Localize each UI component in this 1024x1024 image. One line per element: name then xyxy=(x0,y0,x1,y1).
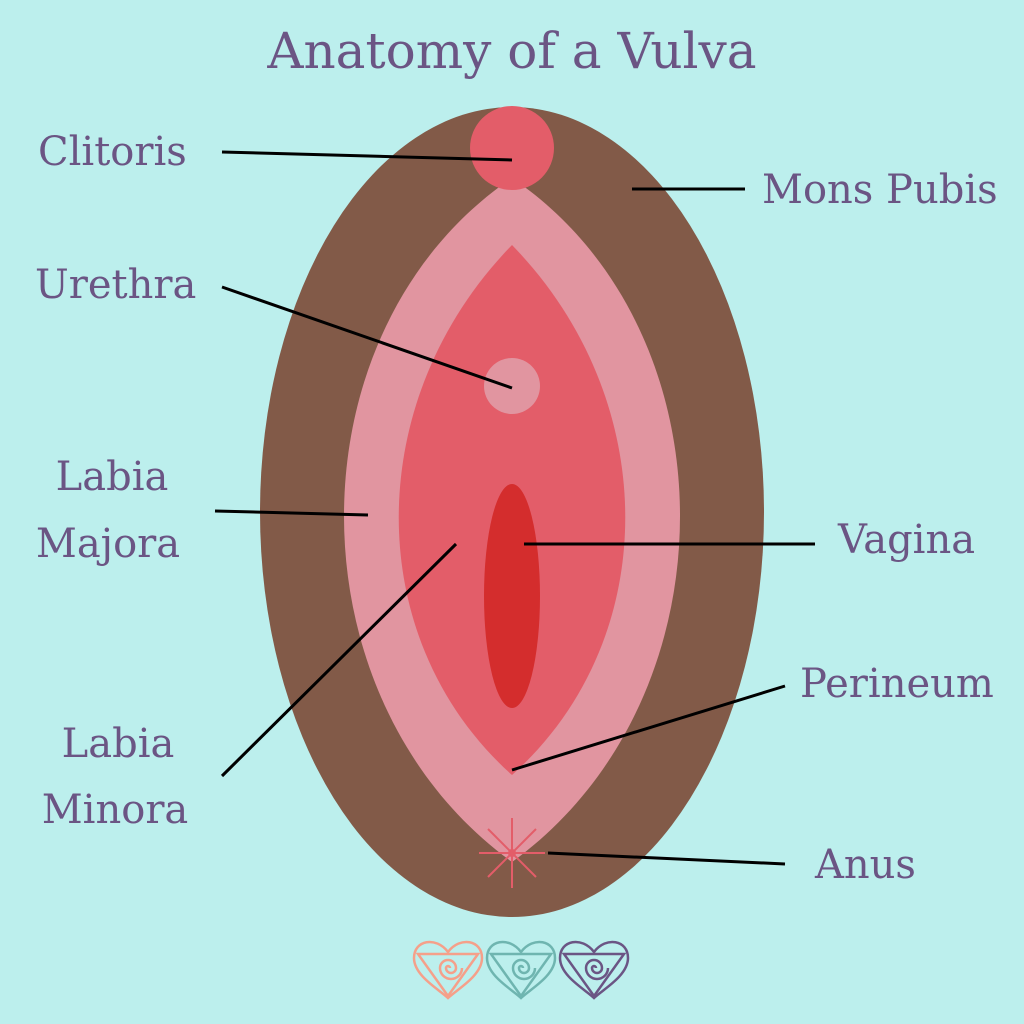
diagram-title: Anatomy of a Vulva xyxy=(266,22,756,80)
anus-line xyxy=(547,851,786,866)
label-labia-minora-2: Minora xyxy=(42,787,189,833)
label-labia-majora-1: Labia xyxy=(56,454,169,500)
label-labia-majora-2: Majora xyxy=(36,521,180,567)
urethra-shape xyxy=(484,358,540,414)
label-mons-pubis: Mons Pubis xyxy=(762,167,998,213)
clitoris-line xyxy=(221,150,513,162)
label-perineum: Perineum xyxy=(800,661,994,707)
label-urethra: Urethra xyxy=(35,262,196,308)
urethra-line xyxy=(221,285,513,390)
vagina-shape xyxy=(484,484,540,708)
labia-majora-line xyxy=(214,509,369,517)
labia-minora-line xyxy=(220,542,458,778)
label-clitoris: Clitoris xyxy=(38,129,187,175)
label-anus: Anus xyxy=(814,842,916,888)
perineum-line xyxy=(511,684,786,772)
clitoris-shape xyxy=(470,106,554,190)
label-labia-minora-1: Labia xyxy=(62,721,175,767)
anus-star-icon xyxy=(479,818,545,888)
label-vagina: Vagina xyxy=(837,517,975,563)
leader-lines xyxy=(214,150,815,866)
